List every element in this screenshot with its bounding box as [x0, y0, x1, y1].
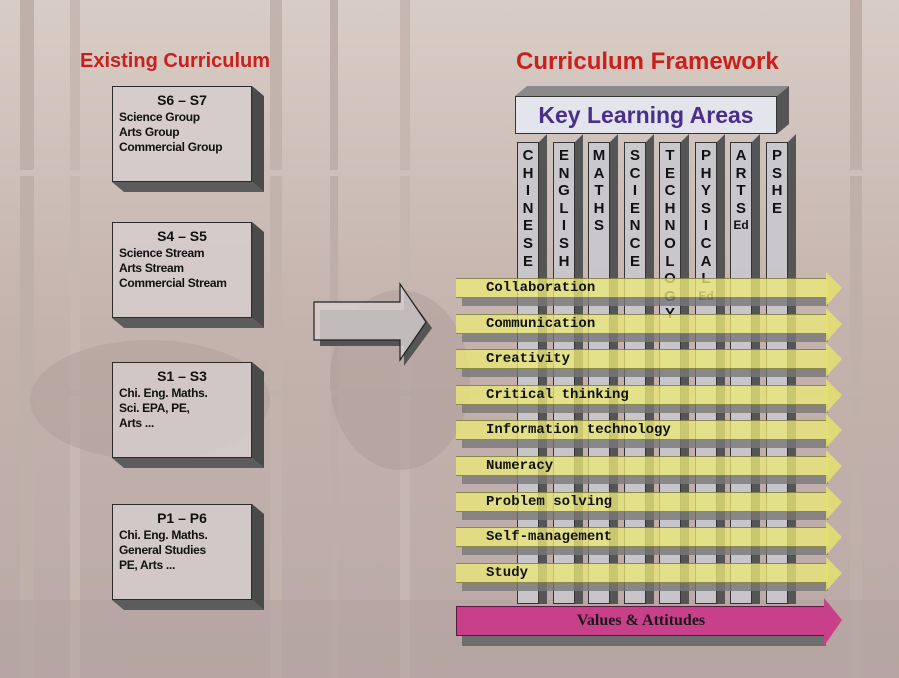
kla-letter: P	[700, 147, 711, 164]
kla-letter: I	[561, 217, 567, 235]
kla-letter: L	[559, 199, 569, 217]
kla-letter: E	[629, 252, 640, 270]
kla-suffix: Ed	[733, 218, 749, 233]
kla-letter: A	[593, 164, 605, 182]
kla-letter: C	[629, 164, 641, 182]
kla-letter: E	[558, 147, 569, 164]
skill-bar: Information technology	[456, 414, 842, 450]
kla-letter: E	[522, 252, 533, 270]
kla-letter: H	[522, 164, 534, 182]
skill-label: Numeracy	[486, 458, 554, 474]
stage-line: Commercial Group	[119, 140, 223, 154]
stage-line: Commercial Stream	[119, 276, 227, 290]
kla-letter: C	[700, 234, 712, 252]
kla-header-top	[515, 86, 789, 96]
skill-bar: Numeracy	[456, 450, 842, 486]
kla-letter: S	[629, 147, 640, 164]
kla-letter: H	[558, 252, 570, 270]
kla-letter: H	[700, 164, 712, 182]
kla-letter: T	[665, 147, 675, 164]
skill-label: Information technology	[486, 422, 671, 438]
kla-letter: H	[593, 199, 605, 217]
kla-letter: S	[771, 164, 782, 182]
kla-letter: E	[522, 217, 533, 235]
kla-letter: E	[771, 199, 782, 217]
stage-line: Science Group	[119, 110, 200, 124]
skill-bar: Communication	[456, 308, 842, 344]
kla-letter: N	[522, 199, 534, 217]
skill-bar: Critical thinking	[456, 379, 842, 415]
skill-label: Self-management	[486, 529, 613, 545]
kla-letter: H	[664, 199, 676, 217]
skill-bar: Problem solving	[456, 486, 842, 522]
kla-letter: E	[664, 164, 675, 182]
kla-letter: P	[771, 147, 782, 164]
kla-letter: A	[735, 147, 747, 164]
kla-letter: S	[593, 217, 604, 235]
kla-letter: N	[558, 164, 570, 182]
skill-bar: Creativity	[456, 343, 842, 379]
kla-letter: S	[700, 199, 711, 217]
kla-letter: R	[735, 164, 747, 182]
existing-curriculum-heading: Existing Curriculum	[80, 50, 271, 72]
stage-line: Sci. EPA, PE,	[119, 401, 190, 415]
curriculum-framework-heading: Curriculum Framework	[516, 48, 779, 75]
skill-label: Study	[486, 565, 529, 581]
kla-letter: T	[736, 182, 746, 200]
kla-letter: C	[522, 147, 534, 164]
kla-letter: H	[771, 182, 783, 200]
kla-letter: C	[629, 234, 641, 252]
kla-letter: L	[665, 252, 675, 270]
kla-letter: N	[629, 217, 641, 235]
kla-letter: A	[700, 252, 712, 270]
stage-line: Chi. Eng. Maths.	[119, 528, 208, 542]
kla-letter: M	[592, 147, 606, 164]
kla-letter: I	[525, 182, 531, 200]
kla-letter: I	[703, 217, 709, 235]
stage-line: Chi. Eng. Maths.	[119, 386, 208, 400]
kla-letter: E	[629, 199, 640, 217]
stage-line: Arts Stream	[119, 261, 184, 275]
stage-line: Arts ...	[119, 416, 154, 430]
key-learning-areas-header: Key Learning Areas	[515, 96, 777, 134]
skill-label: Problem solving	[486, 494, 613, 510]
stage-line: PE, Arts ...	[119, 558, 175, 572]
skill-bar: Collaboration	[456, 272, 842, 308]
kla-letter: Y	[700, 182, 711, 200]
stage-line: Science Stream	[119, 246, 205, 260]
skill-label: Communication	[486, 316, 596, 332]
kla-letter: S	[558, 234, 569, 252]
stage-title: S4 – S5	[157, 228, 207, 244]
stage-line: Arts Group	[119, 125, 180, 139]
kla-letter: T	[594, 182, 604, 200]
kla-header-side	[777, 86, 789, 134]
stage-title: S1 – S3	[157, 368, 207, 384]
skill-bar: Study	[456, 557, 842, 593]
kla-letter: Y	[659, 305, 681, 323]
stage-title: P1 – P6	[157, 510, 207, 526]
kla-letter: G	[558, 182, 570, 200]
kla-letter: I	[632, 182, 638, 200]
transition-arrow-icon	[313, 282, 432, 366]
values-attitudes-bar: Values & Attitudes	[456, 598, 842, 656]
skill-label: Critical thinking	[486, 387, 629, 403]
kla-letter: O	[664, 234, 676, 252]
kla-letter: N	[664, 217, 676, 235]
kla-letter: S	[735, 199, 746, 217]
skill-label: Creativity	[486, 351, 571, 367]
kla-letter: S	[522, 234, 533, 252]
skill-bar: Self-management	[456, 521, 842, 557]
values-attitudes-label: Values & Attitudes	[576, 612, 706, 629]
kla-letter: C	[664, 182, 676, 200]
stage-title: S6 – S7	[157, 92, 207, 108]
stage-line: General Studies	[119, 543, 206, 557]
skill-label: Collaboration	[486, 280, 596, 296]
